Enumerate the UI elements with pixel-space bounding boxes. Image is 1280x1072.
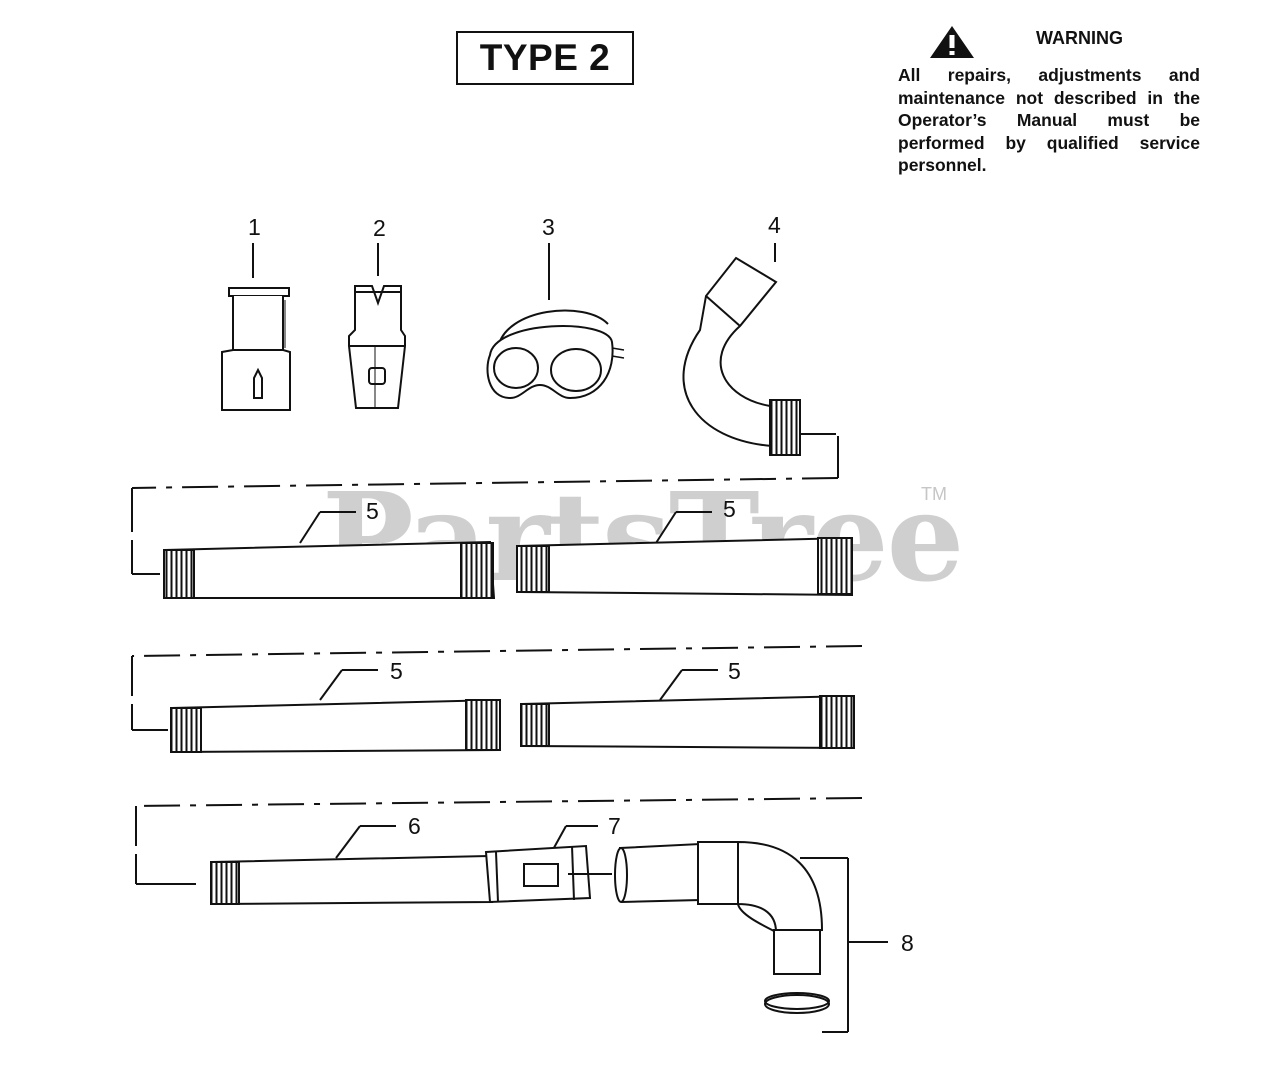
callout-5a: 5 <box>366 498 379 524</box>
part-5-tube-a <box>163 511 496 599</box>
part-5-tube-b <box>516 511 854 597</box>
part-4-curved-tube <box>682 243 836 456</box>
watermark-tm: TM <box>921 484 947 504</box>
callout-8: 8 <box>901 930 914 956</box>
callout-7: 7 <box>608 813 621 839</box>
connector-row-2 <box>131 645 863 731</box>
part-8-elbow-outlet <box>614 840 888 1033</box>
part-6-tube <box>210 825 494 906</box>
part-3-safety-goggles <box>486 243 625 400</box>
callout-5b: 5 <box>723 496 736 522</box>
warning-title: WARNING <box>1036 28 1123 48</box>
type-label-box: TYPE 2 <box>456 31 634 85</box>
callout-6: 6 <box>408 813 421 839</box>
part-7-sleeve <box>484 825 612 904</box>
callout-1: 1 <box>248 214 261 240</box>
connector-row-3 <box>135 797 863 885</box>
callout-3: 3 <box>542 214 555 240</box>
warning-notice: WARNING All repairs, adjustments and mai… <box>898 22 1200 177</box>
callout-5d: 5 <box>728 658 741 684</box>
warning-triangle-icon <box>930 26 974 58</box>
part-2-flat-nozzle <box>348 243 406 409</box>
callout-4: 4 <box>768 212 781 238</box>
part-5-tube-c <box>170 669 502 754</box>
part-1-nozzle <box>221 243 291 411</box>
part-5-tube-d <box>520 669 856 750</box>
warning-text: All repairs, adjustments and maintenance… <box>898 65 1200 175</box>
connector-row-1 <box>131 436 839 575</box>
callout-2: 2 <box>373 215 386 241</box>
callout-5c: 5 <box>390 658 403 684</box>
